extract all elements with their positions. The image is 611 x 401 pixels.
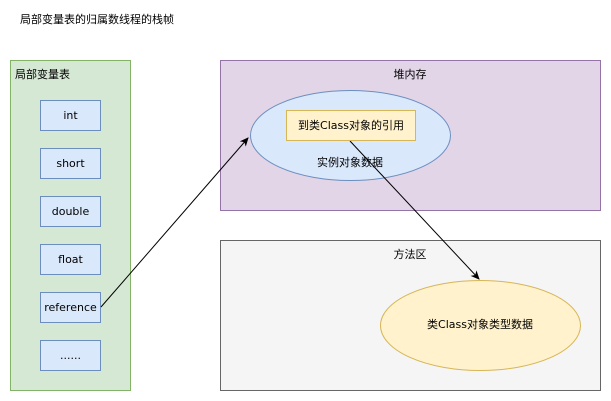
- class-type-data-label: 类Class对象类型数据: [427, 318, 533, 331]
- heap-label: 堆内存: [393, 68, 427, 81]
- slot-short[interactable]: short: [40, 148, 101, 179]
- instance-object-label: 实例对象数据: [317, 156, 383, 169]
- class-reference-box[interactable]: 到类Class对象的引用: [286, 110, 416, 141]
- slot-label: double: [51, 204, 90, 218]
- slot-label: ......: [60, 348, 81, 362]
- slot-ellipsis[interactable]: ......: [40, 340, 101, 371]
- slot-label: float: [58, 252, 83, 266]
- slot-float[interactable]: float: [40, 244, 101, 275]
- slot-reference[interactable]: reference: [40, 292, 101, 323]
- class-reference-label: 到类Class对象的引用: [298, 118, 404, 132]
- slot-label: reference: [44, 300, 97, 314]
- diagram-title: 局部变量表的归属数线程的栈帧: [20, 13, 174, 26]
- slot-int[interactable]: int: [40, 100, 101, 131]
- slot-label: int: [63, 108, 78, 122]
- method-area-label: 方法区: [393, 248, 427, 261]
- slot-double[interactable]: double: [40, 196, 101, 227]
- slot-label: short: [56, 156, 85, 170]
- local-variable-table-label: 局部变量表: [15, 68, 70, 81]
- method-area-container[interactable]: [220, 240, 601, 391]
